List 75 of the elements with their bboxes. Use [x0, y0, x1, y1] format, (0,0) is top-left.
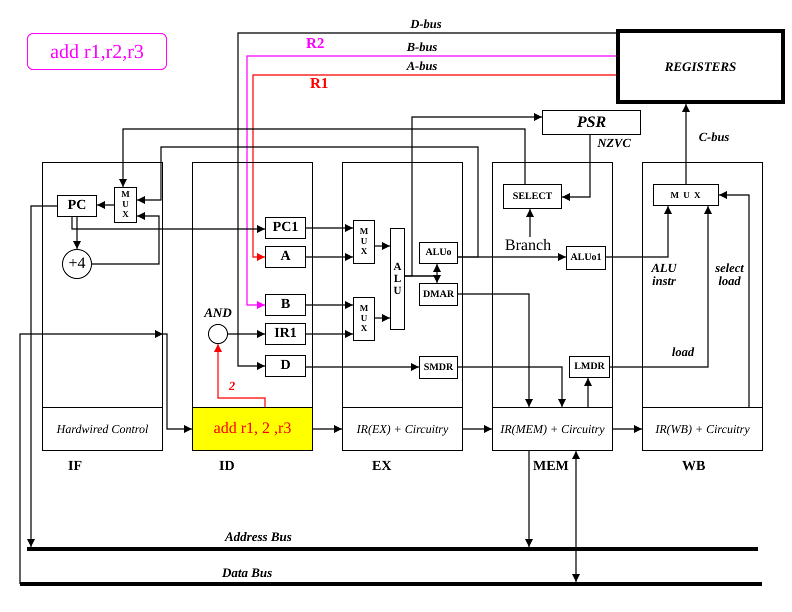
- arrow: [606, 206, 672, 258]
- arrow: [27, 205, 57, 547]
- stage-label: WB: [682, 460, 706, 474]
- arrow: [313, 425, 342, 433]
- register-box: DMAR: [419, 283, 458, 306]
- multiplexer-box: M U X: [353, 297, 375, 341]
- arrow: [246, 55, 616, 309]
- arrow: [458, 366, 566, 407]
- arrow: [163, 333, 192, 433]
- arrow: [306, 363, 419, 371]
- arrow: [458, 253, 566, 261]
- arrow: [137, 146, 479, 258]
- arrow: [228, 330, 265, 338]
- alu-box: A L U: [390, 228, 405, 330]
- arrow: [306, 330, 353, 338]
- pipeline-stage-panel: [42, 162, 163, 451]
- arrow: [405, 275, 441, 283]
- register-box: B: [265, 294, 306, 316]
- register-box: IR1: [265, 323, 306, 345]
- arrow: [71, 217, 265, 233]
- arrow: [719, 191, 750, 407]
- arrow: [525, 451, 533, 547]
- bus-name-label: R2: [306, 37, 324, 52]
- arrow: [97, 201, 114, 209]
- arrow: [119, 128, 526, 187]
- arrow: [73, 217, 81, 249]
- arrow: [252, 74, 616, 261]
- instruction-register-box: add r1, 2 ,r3: [192, 407, 313, 451]
- arrow: [375, 314, 390, 322]
- register-box: PC1: [265, 217, 306, 239]
- instruction-box: add r1,r2,r3: [27, 33, 167, 70]
- register-file-box: REGISTERS: [616, 29, 785, 104]
- pipeline-stage-panel: [342, 162, 463, 451]
- arrow: [463, 425, 492, 433]
- register-box: LMDR: [569, 356, 610, 378]
- multiplexer-box: M U X: [114, 187, 137, 223]
- arrow: [306, 224, 353, 232]
- arrow: [92, 212, 160, 265]
- multiplexer-box: M U X: [653, 184, 719, 206]
- stage-label: IF: [68, 460, 82, 474]
- arrow: [306, 253, 353, 261]
- pipeline-stage-panel: [492, 162, 613, 451]
- arrow: [375, 242, 390, 250]
- arrow: [306, 301, 353, 309]
- arrow: [682, 104, 690, 184]
- pipeline-stage-panel: [192, 162, 313, 451]
- register-box: SELECT: [503, 184, 562, 209]
- register-box: PC: [57, 195, 97, 217]
- arrow: [19, 330, 163, 584]
- multiplexer-box: M U X: [353, 220, 375, 264]
- bus-label: Data Bus: [222, 566, 272, 579]
- arrow: [584, 378, 592, 407]
- stage-label: EX: [372, 460, 392, 474]
- arrow: [562, 135, 591, 201]
- gate-label: AND: [202, 306, 233, 319]
- edge-label: 2: [226, 380, 238, 392]
- bus-name-label: R1: [310, 77, 328, 92]
- arrow: [613, 425, 642, 433]
- register-box: D: [265, 355, 306, 377]
- pipeline-stage-panel: [642, 162, 763, 451]
- register-box: A: [265, 246, 306, 268]
- bus-label: Address Bus: [225, 530, 292, 543]
- arrow: [572, 451, 580, 582]
- register-box: SMDR: [419, 356, 458, 379]
- status-register-box: PSR: [542, 110, 641, 135]
- arrow: [214, 344, 266, 407]
- arrow: [526, 209, 534, 237]
- register-box: ALUo: [419, 242, 458, 264]
- register-box: ALUo1: [566, 246, 606, 270]
- adder-circle: +4: [62, 249, 92, 279]
- stage-label: MEM: [533, 460, 569, 474]
- stage-label: ID: [219, 460, 235, 474]
- arrow: [610, 206, 712, 368]
- arrow: [458, 293, 533, 407]
- arrow: [237, 32, 616, 370]
